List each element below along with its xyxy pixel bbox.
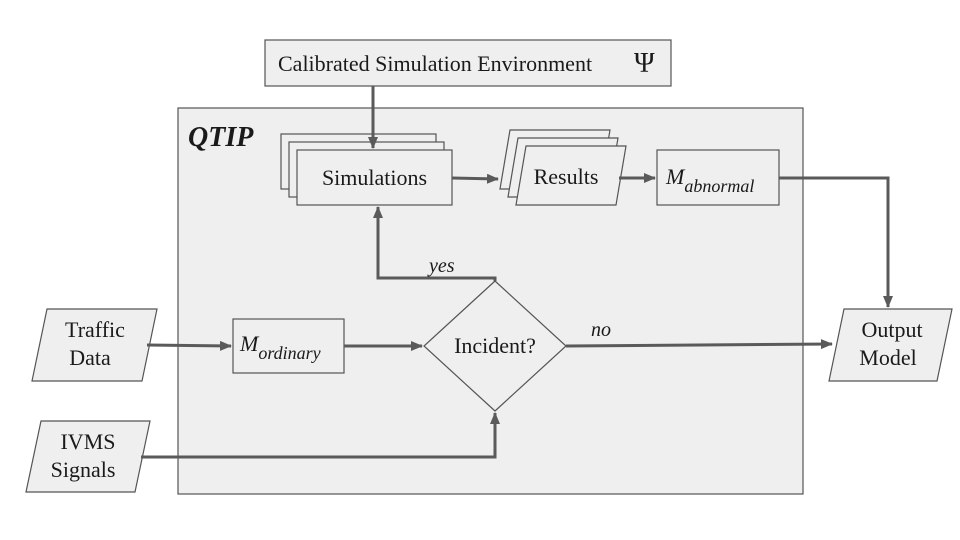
arrow-incident-no-to-output [565, 339, 833, 350]
edge-label-yes: yes [427, 255, 455, 277]
traffic-data-label-line1: Traffic [65, 317, 125, 342]
results-node: Results [499, 129, 627, 206]
simulations-label: Simulations [322, 165, 427, 190]
traffic-data-node: Traffic Data [31, 308, 158, 382]
qtip-label: QTIP [188, 122, 254, 153]
ivms-label-line2: Signals [51, 457, 116, 482]
arrow-ivms-to-incident [141, 412, 500, 459]
ivms-signals-node: IVMS Signals [25, 420, 151, 493]
incident-decision: Incident? [423, 280, 567, 412]
output-label-line2: Model [859, 345, 916, 370]
environment-label: Calibrated Simulation Environment [278, 51, 592, 76]
traffic-data-label-line2: Data [69, 345, 111, 370]
m-ordinary-label: Mordinary [239, 331, 321, 363]
edge-label-no: no [591, 319, 611, 341]
results-label: Results [534, 164, 599, 189]
arrow-simulations-to-results [451, 173, 499, 184]
m-abnormal-label: Mabnormal [665, 164, 754, 196]
arrow-traffic-to-m-ordinary [146, 340, 232, 351]
psi-symbol: Ψ [634, 48, 655, 79]
output-model-node: Output Model [828, 308, 953, 382]
arrow-incident-yes-to-simulations [373, 206, 497, 281]
incident-label: Incident? [454, 333, 536, 358]
output-label-line1: Output [861, 317, 922, 342]
m-ordinary-node: Mordinary [232, 318, 345, 374]
m-abnormal-node: Mabnormal [656, 149, 780, 206]
arrow-m-abnormal-to-output [779, 176, 893, 308]
environment-node: Calibrated Simulation Environment Ψ [264, 39, 672, 87]
simulations-node: Simulations [280, 133, 453, 206]
ivms-label-line1: IVMS [60, 429, 115, 454]
